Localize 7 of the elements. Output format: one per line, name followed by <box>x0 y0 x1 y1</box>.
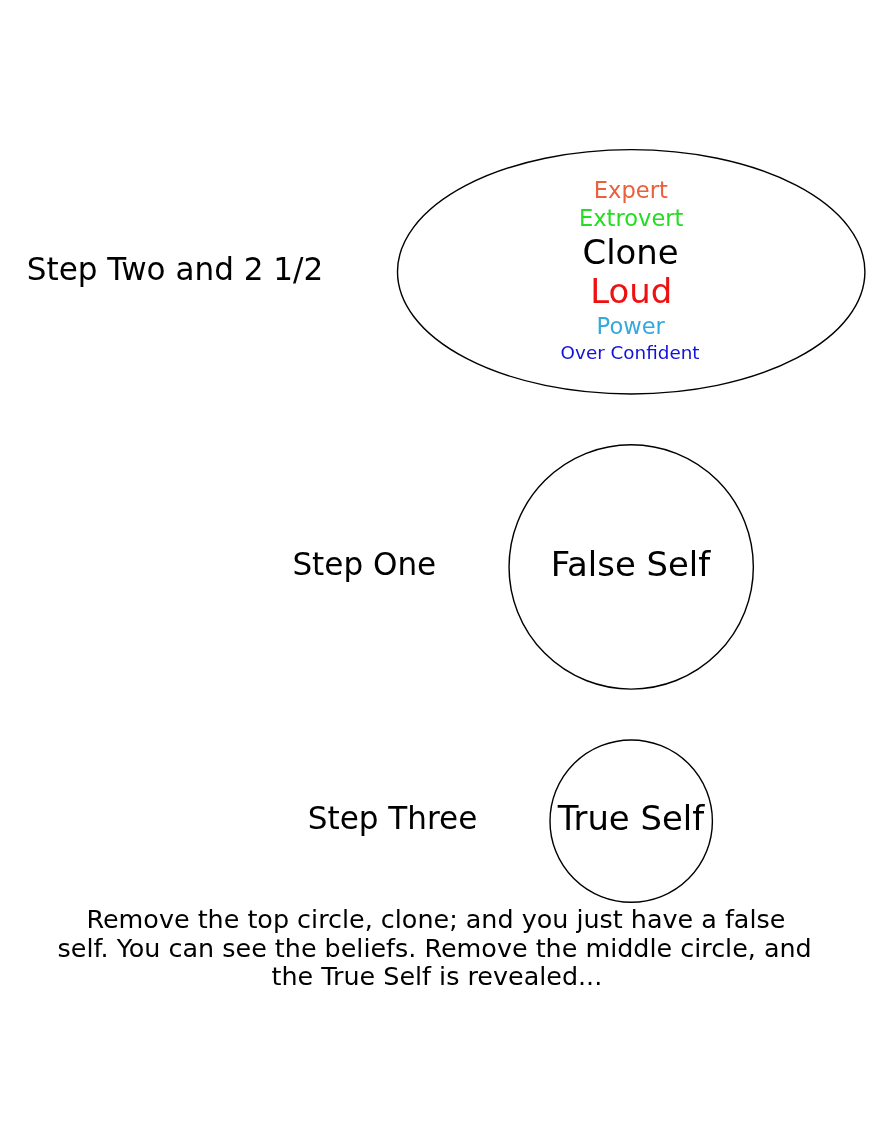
node-ellipse: Expert Extrovert Clone Loud Power Over Confident <box>396 148 866 395</box>
label: Step One <box>292 545 437 582</box>
node-circle: True Self <box>549 738 714 903</box>
label: Step Two and 2 1/2 <box>26 250 324 287</box>
node-circle: False Self <box>508 443 755 690</box>
label: Step Three <box>307 799 478 836</box>
caption: Remove the top circle, clone; and you just have a false self. You can see the beliefs. Remove the middle circle, and the True Self is revealed... <box>57 903 812 991</box>
